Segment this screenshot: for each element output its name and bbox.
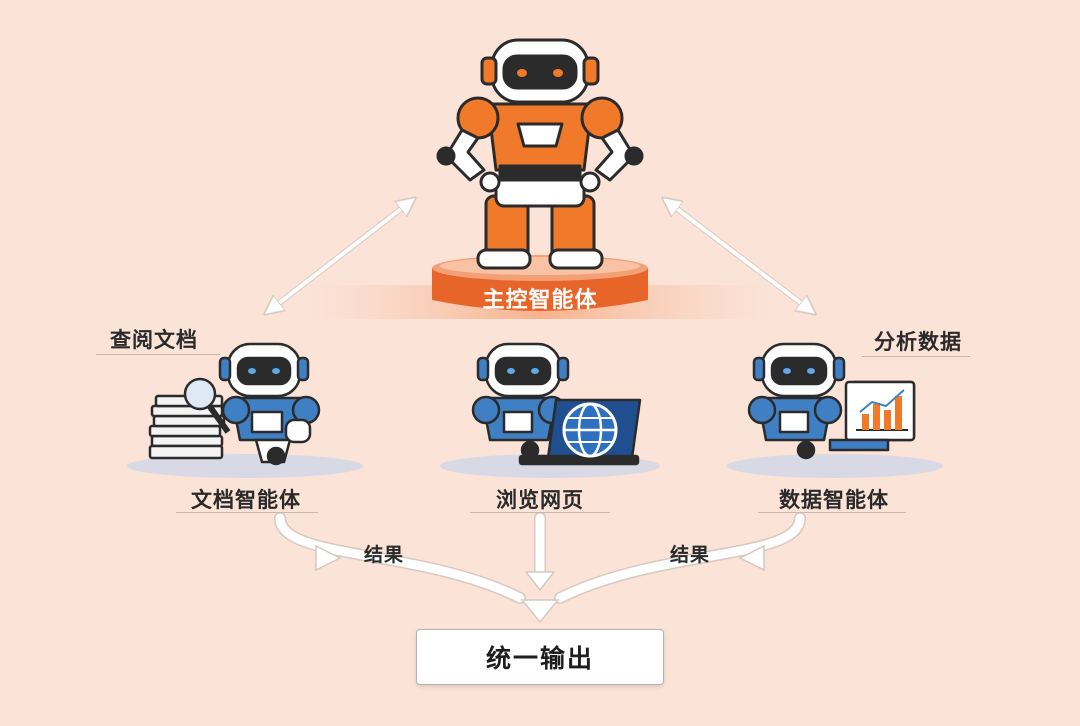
book-stack-icon [150, 396, 224, 458]
center-result-arrow [526, 518, 554, 590]
document-robot-icon [150, 344, 319, 464]
browser-agent-underline [470, 512, 610, 513]
right-platform [727, 454, 943, 478]
document-agent-underline [176, 512, 318, 513]
monitor-chart-icon [830, 382, 914, 450]
unified-output-label: 统一输出 [486, 639, 594, 675]
task-label-right-underline [862, 356, 970, 357]
globe-icon [564, 404, 616, 456]
task-label-left: 查阅文档 [110, 324, 198, 354]
data-agent-label: 数据智能体 [779, 484, 889, 514]
output-arrow [522, 600, 558, 622]
data-agent-underline [758, 512, 906, 513]
result-label-right: 结果 [670, 540, 710, 567]
unified-output-box: 统一输出 [416, 629, 664, 685]
task-label-right: 分析数据 [874, 326, 962, 356]
document-agent-label: 文档智能体 [191, 484, 301, 514]
main-agent-label: 主控智能体 [482, 282, 597, 314]
task-label-left-underline [96, 354, 220, 355]
data-robot-icon [749, 344, 914, 458]
result-label-left: 结果 [364, 540, 404, 567]
browser-agent-label: 浏览网页 [496, 484, 584, 514]
browser-robot-icon [473, 344, 640, 464]
main-robot-icon [438, 40, 642, 268]
